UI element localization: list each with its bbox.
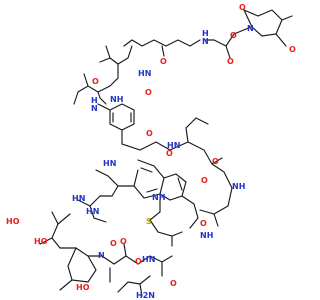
- atom-nh-ala: NH: [110, 95, 123, 104]
- atom-h-aryl: H: [91, 96, 98, 105]
- atom-o-amide: O: [170, 279, 177, 288]
- atom-o-lac: O: [201, 176, 208, 185]
- atom-n-aryl: N: [91, 104, 98, 113]
- atom-nh-cys: NH: [200, 231, 213, 240]
- atom-o-val: O: [145, 88, 152, 97]
- atom-ho-1: HO: [6, 217, 20, 226]
- atom-o-su-2: O: [289, 45, 296, 54]
- atom-s-link: S: [146, 217, 152, 226]
- atom-o-hex: O: [160, 57, 167, 66]
- atom-o-cys: O: [120, 237, 127, 246]
- atom-n-su: N: [247, 24, 254, 33]
- atom-ho-pro: HO: [76, 283, 90, 292]
- atom-ho-2: HO: [34, 237, 48, 246]
- atom-o-ala: O: [92, 77, 99, 86]
- atom-o-ile: O: [212, 157, 219, 166]
- atom-hn-asn: HN: [142, 255, 155, 264]
- atom-labels: O N O O O N H O HN O NH O H N O O HN HN …: [6, 3, 296, 300]
- bond-skeleton: [39, 9, 293, 297]
- atom-hn-diol: HN: [86, 207, 99, 216]
- atom-n-pro: N: [98, 251, 105, 260]
- atom-o-pro: O: [110, 239, 117, 248]
- atom-o-su-1: O: [239, 3, 246, 12]
- molecule-structure: O N O O O N H O HN O NH O H N O O HN HN …: [6, 3, 296, 300]
- atom-hn-ring: HN: [103, 159, 116, 168]
- atom-o-bz: O: [146, 129, 153, 138]
- atom-h2n: H2N: [136, 291, 155, 300]
- atom-hn-ile: HN: [167, 141, 180, 150]
- atom-o-carb: O: [227, 57, 234, 66]
- atom-o-gly: O: [200, 219, 207, 228]
- atom-o-ester: O: [230, 31, 237, 40]
- atom-o-asn: O: [135, 257, 142, 266]
- atom-n-cap: N: [202, 37, 209, 46]
- atom-h-cap: H: [202, 29, 209, 38]
- structure-svg: O N O O O N H O HN O NH O H N O O HN HN …: [6, 3, 296, 300]
- atom-o-ring-1: O: [166, 149, 173, 158]
- atom-hn-val: HN: [138, 69, 151, 78]
- atom-nh-trp: NH: [152, 193, 165, 202]
- atom-nh-ring: NH: [232, 182, 245, 191]
- atom-hn-trp: HN: [72, 194, 85, 203]
